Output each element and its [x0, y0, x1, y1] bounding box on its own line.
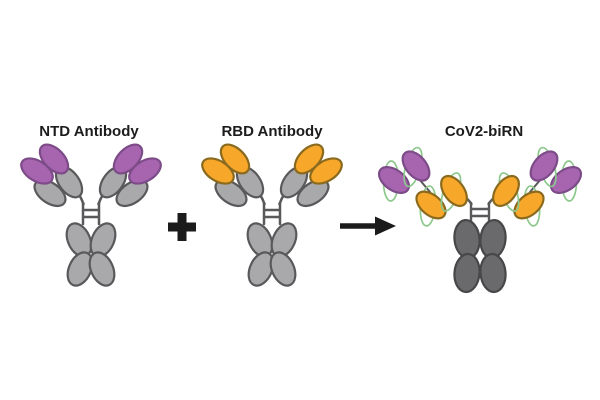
birn-label: CoV2-biRN [445, 123, 523, 140]
ntd-scfv-domain [377, 166, 411, 194]
ntd-scfv-domain [549, 166, 583, 194]
scfv-arm [377, 146, 473, 227]
rbd-antibody-graphic [201, 143, 343, 287]
ntd-antibody-graphic [20, 143, 162, 287]
scfv-arm [487, 146, 583, 227]
vh-domain [38, 143, 70, 175]
cl-domain [296, 178, 330, 208]
rbd-scfv-domain [513, 190, 545, 220]
hinge-disulfide [81, 201, 101, 226]
ntd-scfv-domain [529, 150, 559, 182]
hinge-disulfide [469, 201, 491, 223]
plus-icon [168, 213, 196, 241]
fab-arm [20, 143, 85, 208]
birn-antibody-graphic [377, 146, 583, 294]
cl-domain [115, 178, 149, 208]
cl-domain [33, 178, 67, 208]
ntd-antibody-label: NTD Antibody [39, 123, 139, 140]
fab-arm [97, 143, 162, 208]
ch3-domain [66, 251, 94, 287]
vh-domain [219, 143, 251, 175]
vh-domain [293, 143, 325, 175]
vh-domain [112, 143, 144, 175]
ch3-domain [88, 251, 116, 287]
rbd-antibody-label: RBD Antibody [221, 123, 323, 140]
fc-domain [479, 252, 507, 294]
ch3-domain [247, 251, 275, 287]
fab-arm [278, 143, 343, 208]
hinge-disulfide [262, 201, 282, 226]
ch3-domain [269, 251, 297, 287]
rbd-scfv-domain [440, 174, 468, 208]
rbd-scfv-domain [492, 174, 520, 208]
rbd-scfv-domain [415, 190, 447, 220]
cl-domain [214, 178, 248, 208]
ntd-scfv-domain [401, 150, 431, 182]
arrow-icon [340, 216, 396, 236]
fc-domain [453, 252, 481, 294]
fab-arm [201, 143, 266, 208]
